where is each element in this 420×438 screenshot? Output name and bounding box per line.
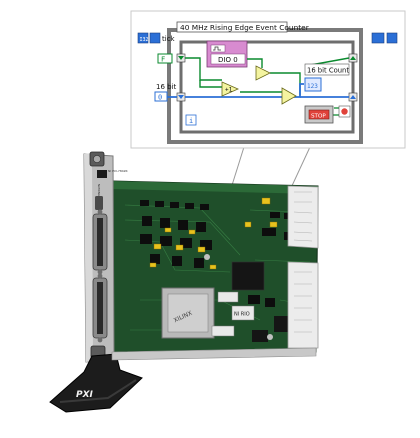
svg-text:0: 0 — [158, 94, 162, 102]
ejector-handle: PXI — [49, 353, 143, 413]
model-label: NI PXI-7842R — [108, 169, 128, 173]
svg-text:i: i — [189, 117, 193, 125]
count-indicator-frame — [304, 63, 350, 76]
rio-chip — [231, 261, 265, 291]
select-node — [281, 87, 297, 105]
backplane-connector-bottom — [287, 261, 319, 349]
svg-text:STOP: STOP — [311, 114, 326, 120]
backplane-connector-top — [287, 185, 319, 249]
diagram-title: 40 MHz Rising Edge Event Counter — [180, 23, 310, 32]
dio-label: DIO 0 — [218, 56, 238, 64]
count-indicator — [304, 77, 322, 92]
tick-label: tick — [162, 35, 176, 43]
front-connector-2 — [92, 273, 108, 343]
pxi-label: PXI — [76, 390, 94, 400]
capacitors — [149, 197, 278, 270]
loop-index-terminal — [185, 114, 197, 126]
bool-false-constant — [157, 53, 173, 64]
svg-text:NI RIO: NI RIO — [234, 312, 250, 318]
bit16-label: 16 bit — [156, 83, 177, 91]
front-connector-1 — [92, 209, 108, 275]
pxi-card: XILINX NI RIO NATION — [49, 151, 319, 413]
shift-register-right — [348, 53, 358, 102]
tick-terminal-left — [137, 32, 149, 44]
bit16-constant — [154, 91, 168, 102]
svg-text:F: F — [161, 56, 165, 64]
not-gate — [255, 65, 271, 81]
fpga-chip: XILINX — [161, 287, 215, 339]
wires — [164, 57, 350, 116]
svg-text:+1: +1 — [225, 87, 233, 94]
svg-text:I32: I32 — [140, 37, 149, 43]
svg-text:123: 123 — [307, 83, 318, 90]
tick-terminal-right — [371, 32, 385, 44]
ni-logo — [97, 170, 107, 178]
and-gate — [221, 81, 239, 97]
count-label: 16 bit Count — [307, 67, 349, 75]
block-diagram-panel: 40 MHz Rising Edge Event Counter I32 tic… — [130, 10, 406, 149]
